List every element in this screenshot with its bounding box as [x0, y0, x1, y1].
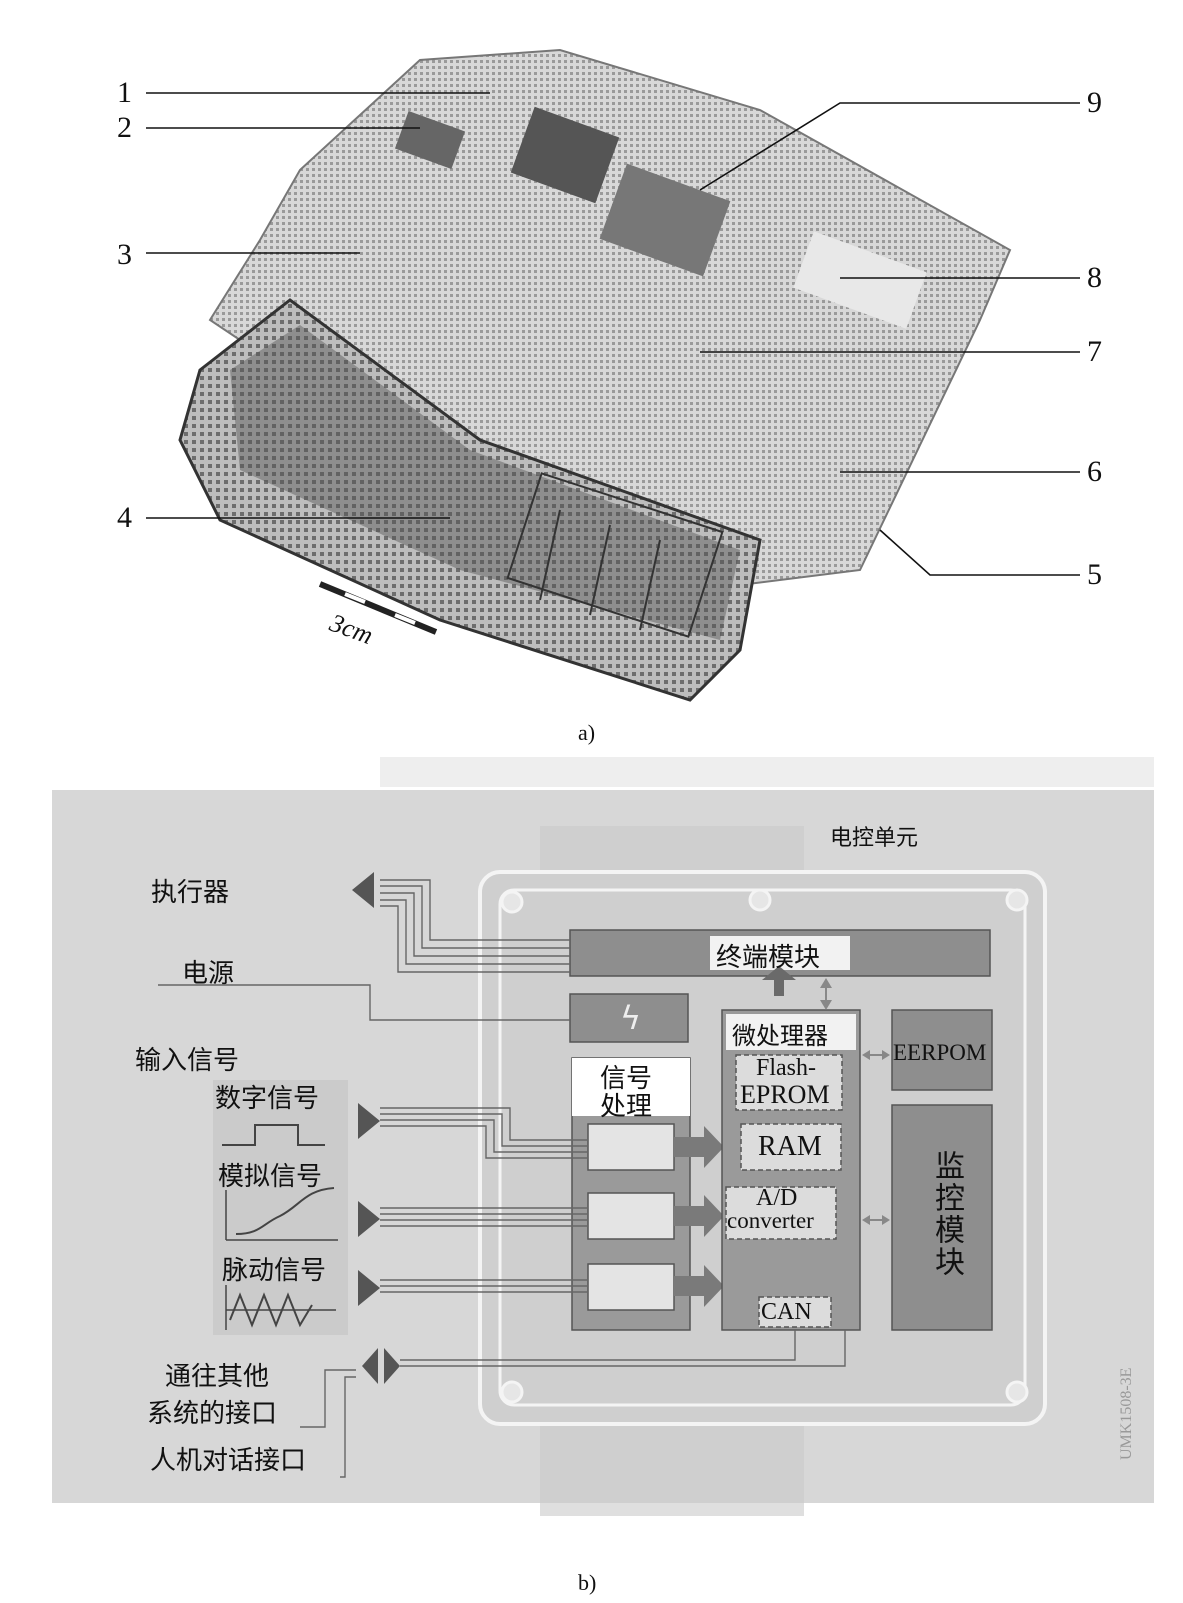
ram-label: RAM — [758, 1131, 822, 1162]
callout-3: 3 — [117, 238, 132, 271]
scale-bar — [318, 581, 438, 635]
callout-2: 2 — [117, 111, 132, 144]
can-label: CAN — [761, 1299, 812, 1325]
analog-signal-label: 模拟信号 — [218, 1162, 323, 1192]
callout-9: 9 — [1087, 86, 1102, 119]
callout-4: 4 — [117, 501, 132, 534]
ad-line1: A/D — [756, 1185, 798, 1211]
power-block — [569, 993, 689, 1043]
callout-5: 5 — [1087, 558, 1102, 591]
eeprom-box — [891, 1009, 993, 1091]
actuator-label: 执行器 — [151, 878, 230, 908]
monitor-module-label: 监控模块 — [929, 1150, 964, 1278]
signal-processing-line2: 处理 — [600, 1092, 653, 1122]
interface-other-line1: 通往其他 — [165, 1362, 270, 1392]
power-symbol: ϟ — [620, 999, 642, 1037]
digital-signal-label: 数字信号 — [215, 1084, 320, 1114]
power-label: 电源 — [182, 959, 235, 989]
side-code: UMK1508-3E — [1118, 1367, 1135, 1460]
callout-6: 6 — [1087, 455, 1102, 488]
caption-b: b) — [578, 1570, 597, 1595]
output-module-label: 终端模块 — [716, 943, 821, 973]
signal-processing-line1: 信号 — [600, 1064, 653, 1094]
callout-8: 8 — [1087, 261, 1102, 294]
callout-1: 1 — [117, 76, 132, 109]
caption-a: a) — [578, 720, 596, 745]
ecu-title: 电控单元 — [830, 826, 919, 851]
connector-triangles — [352, 872, 400, 1384]
flash-line1: Flash- — [756, 1055, 816, 1081]
callout-7: 7 — [1087, 335, 1102, 368]
processing-arrows — [674, 1126, 724, 1307]
ad-line2: converter — [727, 1208, 814, 1233]
interface-other-line2: 系统的接口 — [147, 1399, 278, 1429]
flash-line2: EPROM — [740, 1080, 830, 1109]
input-signal-label: 输入信号 — [135, 1046, 240, 1076]
callout-lines — [146, 92, 1080, 576]
microprocessor-label: 微处理器 — [732, 1022, 828, 1050]
ecu-photo — [146, 48, 1080, 702]
pulse-signal-label: 脉动信号 — [222, 1256, 327, 1286]
hmi-interface-label: 人机对话接口 — [150, 1446, 307, 1476]
eeprom-label: EERPOM — [893, 1040, 987, 1065]
monitor-module-box — [891, 1104, 993, 1331]
